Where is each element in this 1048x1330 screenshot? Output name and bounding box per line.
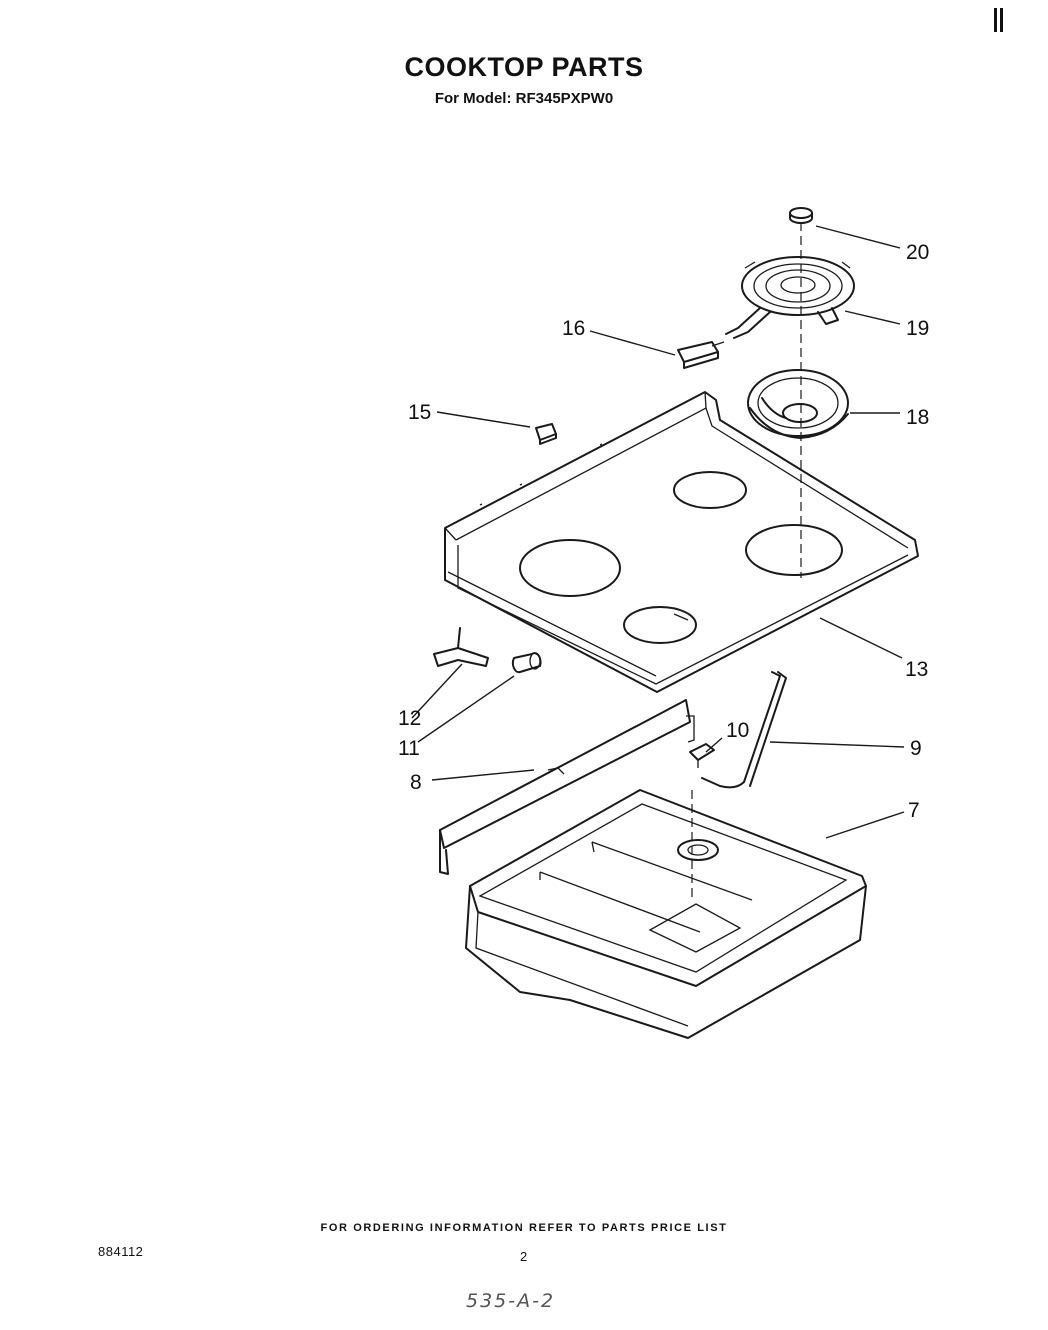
callout-7: 7 xyxy=(908,799,920,822)
part-11-bushing xyxy=(511,652,542,674)
part-8-trim-strip xyxy=(439,699,695,875)
callout-10: 10 xyxy=(726,719,750,742)
ordering-note: FOR ORDERING INFORMATION REFER TO PARTS … xyxy=(320,1222,728,1234)
callout-19: 19 xyxy=(906,317,930,340)
part-19-surface-element xyxy=(725,256,855,339)
part-20-cap xyxy=(789,207,813,224)
callout-15: 15 xyxy=(408,401,432,424)
callout-11: 11 xyxy=(398,737,420,760)
callout-18: 18 xyxy=(906,406,930,429)
part-18-drip-bowl xyxy=(747,369,849,439)
part-15-clip xyxy=(535,423,557,445)
part-9-support-rod xyxy=(701,671,787,789)
callout-12: 12 xyxy=(398,707,422,730)
page-number: 2 xyxy=(520,1249,528,1264)
callout-9: 9 xyxy=(910,737,922,760)
doc-number: 884112 xyxy=(98,1244,144,1259)
handwritten-note: 535-A-2 xyxy=(466,1290,556,1312)
callout-13: 13 xyxy=(905,658,929,681)
leader-lines xyxy=(411,225,905,839)
corner-mark xyxy=(994,8,1004,32)
part-10-clip xyxy=(689,743,715,768)
model-line: For Model: RF345PXPW0 xyxy=(434,90,614,107)
callout-20: 20 xyxy=(906,241,930,264)
part-12-bracket xyxy=(433,627,489,667)
callout-16: 16 xyxy=(562,317,586,340)
callout-8: 8 xyxy=(410,771,422,794)
page-title: COOKTOP PARTS xyxy=(404,52,644,82)
part-16-terminal-block xyxy=(677,341,725,369)
part-7-lower-pan xyxy=(465,789,867,1039)
part-13-cooktop xyxy=(444,391,919,693)
